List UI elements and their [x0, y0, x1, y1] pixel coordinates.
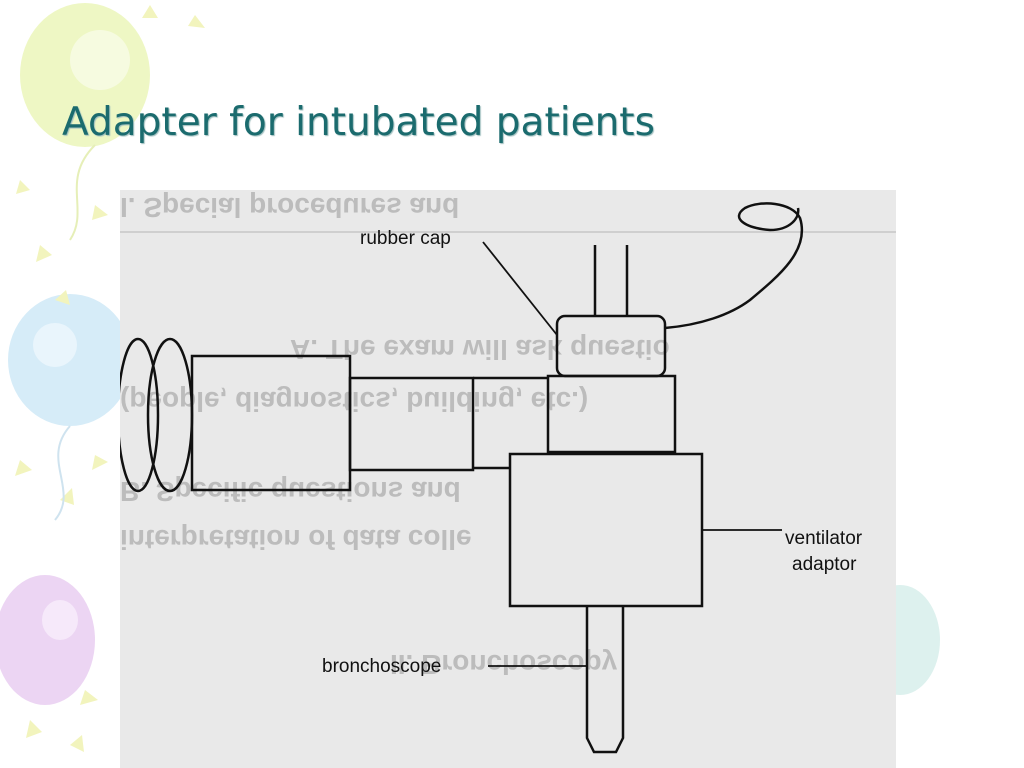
label-bronchoscope: bronchoscope — [322, 656, 441, 677]
ghost-line-2: A. The exam will ask questio — [290, 334, 670, 365]
bronchoscope-shaft — [585, 606, 625, 754]
label-ventilator-adaptor-line2: adaptor — [792, 554, 857, 575]
adapter-diagram: I. Special procedures and A. The exam wi… — [120, 190, 896, 768]
green-balloon-icon — [20, 3, 150, 147]
label-ventilator-adaptor-line1: ventilator — [785, 528, 863, 549]
tube-connector — [348, 376, 475, 472]
tube-body — [190, 354, 352, 492]
ghost-line-1: I. Special procedures and — [120, 192, 459, 223]
adapter-diagram-drawing: I. Special procedures and A. The exam wi… — [120, 192, 896, 754]
cap-tether — [664, 202, 804, 330]
rubber-cap — [555, 314, 667, 378]
slide-title: Adapter for intubated patients — [62, 100, 655, 145]
ghost-line-6: II. Bronchoscopy — [390, 649, 618, 680]
purple-balloon-icon — [0, 575, 95, 705]
label-rubber-cap: rubber cap — [360, 228, 451, 249]
ghost-line-3: (people, diagnostics, building, etc.) — [120, 386, 588, 417]
show-through-text: I. Special procedures and A. The exam wi… — [120, 192, 670, 680]
rubber-cap-leader — [482, 241, 558, 336]
connector-ring-left — [120, 337, 160, 493]
star-icons — [15, 5, 205, 752]
ghost-line-4: B. Specific questions and — [120, 476, 461, 507]
ghost-line-5: interpretation of data colle — [120, 524, 472, 555]
ventilator-adaptor-box — [508, 452, 704, 608]
blue-balloon-icon — [8, 294, 132, 426]
